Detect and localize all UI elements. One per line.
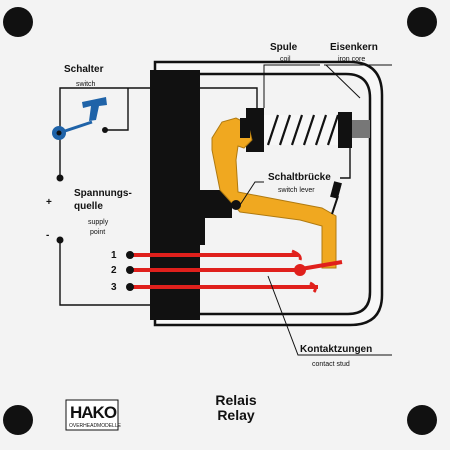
title-de: Relais — [215, 392, 256, 408]
label-supply-1: Spannungs- — [74, 188, 132, 199]
return-spring — [330, 181, 342, 215]
title-en: Relay — [217, 407, 255, 423]
contact-2-knob — [294, 264, 306, 276]
leader-core-diag — [325, 64, 361, 99]
label-terminal-1: 1 — [111, 250, 117, 261]
label-switch-en: switch — [76, 81, 96, 88]
label-coil: Spule — [270, 42, 298, 53]
leader-coil — [263, 64, 320, 108]
label-iron-core: Eisenkern — [330, 42, 378, 53]
label-terminal-2: 2 — [111, 265, 117, 276]
label-switch-lever-en: switch lever — [278, 187, 315, 194]
coil-right-flange — [338, 112, 352, 148]
label-contacts-en: contact stud — [312, 361, 350, 368]
wiring — [59, 87, 351, 306]
label-supply-en-1: supply — [88, 219, 109, 226]
terminal-1 — [126, 251, 134, 259]
lever-armature-plate — [240, 118, 250, 138]
leader-lever — [239, 181, 264, 206]
leader-contacts — [267, 275, 392, 356]
label-plus: + — [46, 197, 52, 208]
leader-lines — [239, 64, 392, 356]
label-terminal-3: 3 — [111, 282, 117, 293]
label-iron-core-en: iron core — [338, 56, 365, 63]
label-switch-lever: Schaltbrücke — [268, 172, 331, 183]
coil — [246, 108, 370, 152]
mounting-hole-top-right — [407, 7, 437, 37]
mounting-hole-bottom-right — [407, 405, 437, 435]
switch-blade — [61, 120, 93, 134]
wire-supply-plus — [59, 87, 150, 178]
wire-coil-right — [340, 138, 351, 179]
terminal-3 — [126, 283, 134, 291]
label-supply-2: quelle — [74, 201, 103, 212]
lever-pivot — [231, 200, 241, 210]
terminal-2 — [126, 266, 134, 274]
label-switch: Schalter — [64, 64, 104, 75]
logo-tagline: OVERHEADMODELLE — [69, 423, 122, 429]
coil-windings — [266, 114, 340, 146]
label-minus: - — [46, 230, 49, 241]
contact-studs — [130, 249, 343, 293]
label-coil-en: coil — [280, 56, 291, 63]
coil-core-end — [352, 120, 370, 138]
relay-core-block — [150, 70, 232, 320]
switch — [52, 97, 108, 140]
wire-coil-left — [200, 87, 258, 108]
switch-handle — [82, 97, 107, 121]
mounting-hole-bottom-left — [3, 405, 33, 435]
label-contacts: Kontaktzungen — [300, 344, 372, 355]
terminals — [56, 174, 134, 291]
label-supply-en-2: point — [90, 229, 105, 236]
logo-name: HAKO — [70, 403, 117, 422]
switch-contact — [102, 127, 108, 133]
wire-switch — [105, 88, 129, 131]
terminal-minus — [56, 236, 64, 244]
mounting-hole-top-left — [3, 7, 33, 37]
terminal-plus — [56, 174, 64, 182]
wire-supply-minus — [59, 240, 150, 306]
hako-logo: HAKO OVERHEADMODELLE — [65, 399, 122, 431]
